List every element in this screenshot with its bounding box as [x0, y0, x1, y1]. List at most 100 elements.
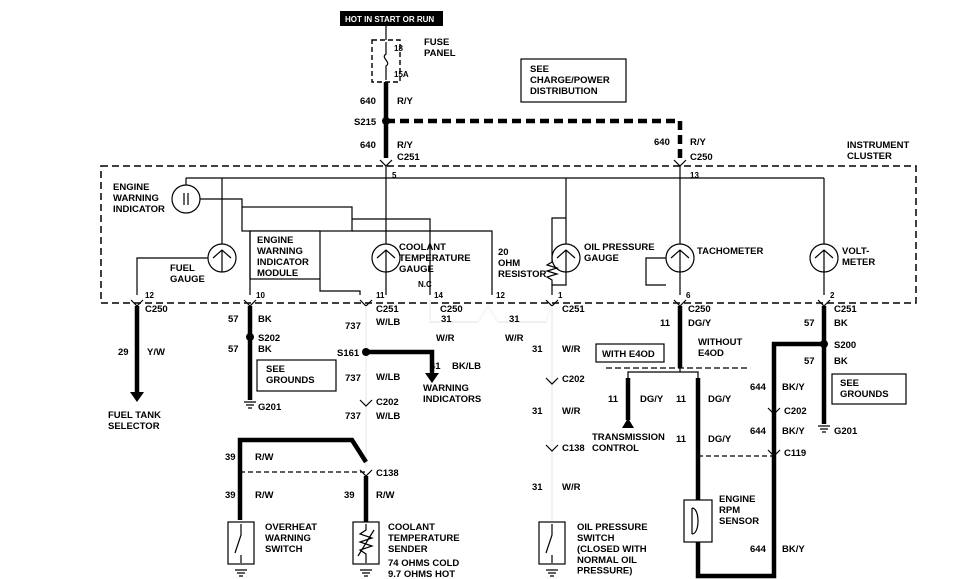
text-line: ENGINE: [719, 494, 755, 505]
ground-icon: [818, 425, 830, 433]
fuse-number: 18: [394, 44, 403, 53]
wire-num: 39: [225, 452, 236, 463]
text-line: TEMPERATURE: [388, 533, 460, 544]
wire-color: W/R: [562, 344, 581, 355]
text-line: 9.7 OHMS HOT: [388, 569, 455, 579]
engine-warning-lamp-icon: [171, 184, 201, 214]
voltmeter-label: VOLT-METER: [842, 246, 875, 268]
text-line: GROUNDS: [840, 389, 889, 400]
wire-num: 640: [654, 137, 670, 148]
text-line: GAUGE: [584, 253, 619, 264]
text-line: E4OD: [698, 348, 724, 359]
pin: 13: [690, 171, 699, 180]
text-line: RPM: [719, 505, 740, 516]
wire-num: 11: [608, 394, 619, 405]
ground-icon: [244, 401, 256, 409]
pin: 11: [376, 291, 385, 300]
text-line: SENDER: [388, 544, 428, 555]
wire-num: 57: [804, 318, 815, 329]
text-line: TEMPERATURE: [399, 253, 471, 264]
fuse-icon: [383, 42, 389, 80]
text-line: SWITCH: [577, 533, 615, 544]
text-line: GAUGE: [399, 264, 434, 275]
wire-color: DG/Y: [708, 394, 732, 405]
splice-label: S215: [354, 117, 377, 128]
text-line: NORMAL OIL: [577, 555, 637, 566]
wire-color: R/Y: [397, 96, 414, 107]
wire-color: R/W: [255, 490, 274, 501]
see-charge-box: [520, 58, 627, 103]
wire-color: Y/W: [147, 347, 165, 358]
wire-41: [366, 349, 435, 376]
wire-num: 31: [509, 314, 520, 325]
wire-num: 39: [344, 490, 355, 501]
wire-color: R/W: [376, 490, 395, 501]
text-line: GAUGE: [170, 274, 205, 285]
text-line: OVERHEAT: [265, 522, 317, 533]
text-line: ENGINE: [113, 182, 149, 193]
text-line: OHM: [498, 258, 520, 269]
text-line: VOLT-: [842, 246, 869, 257]
switch-icon: [545, 524, 553, 563]
connector-c250: C250: [688, 304, 711, 315]
wire-color: BK: [834, 318, 848, 329]
resistor-icon: [544, 258, 560, 285]
wire-num: 41: [430, 361, 441, 372]
wire-color: W/R: [562, 406, 581, 417]
ewi-module-lower: [249, 230, 321, 280]
wire-num: 640: [360, 96, 376, 107]
pin: 1: [558, 291, 563, 300]
connector-c250: C250: [690, 152, 713, 163]
text-line: WITHOUT: [698, 337, 743, 348]
text-line: 74 OHMS COLD: [388, 558, 459, 569]
wire-num: 57: [228, 344, 239, 355]
text-line: CHARGE/POWER: [530, 75, 610, 86]
wire-color: R/Y: [397, 140, 414, 151]
text-line: INDICATORS: [423, 394, 481, 405]
text-line: ENGINE: [257, 235, 293, 246]
wire-color: W/LB: [376, 372, 400, 383]
wire-num: 29: [118, 347, 129, 358]
connector-c138: C138: [562, 443, 585, 454]
hot-label-box: [340, 11, 443, 26]
rpm-sensor-icon: [691, 507, 699, 535]
wire-num: 644: [750, 426, 767, 437]
pin: 12: [496, 291, 505, 300]
splice-label: S161: [337, 348, 360, 359]
wire-color: DG/Y: [688, 318, 712, 329]
wire-color: W/LB: [376, 317, 400, 328]
text-line: INDICATOR: [257, 257, 309, 268]
wire-color: DG/Y: [708, 434, 732, 445]
fuse-rating: 15A: [394, 70, 409, 79]
pin: 10: [256, 291, 265, 300]
ground-label: G201: [834, 426, 858, 437]
splice-label: S200: [834, 340, 856, 351]
connector-c251: C251: [397, 152, 420, 163]
wire-num: 39: [225, 490, 236, 501]
text-line: DISTRIBUTION: [530, 86, 598, 97]
connector-c251: C251: [834, 304, 857, 315]
text-line: CONTROL: [592, 443, 639, 454]
connector-c251: C251: [376, 304, 399, 315]
wire-num: 31: [441, 314, 452, 325]
wire-num: 31: [532, 406, 543, 417]
ground-icon: [235, 569, 247, 577]
text-line: CLUSTER: [847, 151, 892, 162]
text-line: RESISTOR: [498, 269, 547, 280]
connector-c250: C250: [440, 304, 463, 315]
text-line: INSTRUMENT: [847, 140, 909, 151]
text-line: OIL PRESSURE: [584, 242, 655, 253]
connector-c251: C251: [562, 304, 585, 315]
connector-c202: C202: [784, 406, 807, 417]
wire-color: R/Y: [690, 137, 707, 148]
wire-num: 11: [660, 318, 671, 329]
text-line: SWITCH: [265, 544, 303, 555]
